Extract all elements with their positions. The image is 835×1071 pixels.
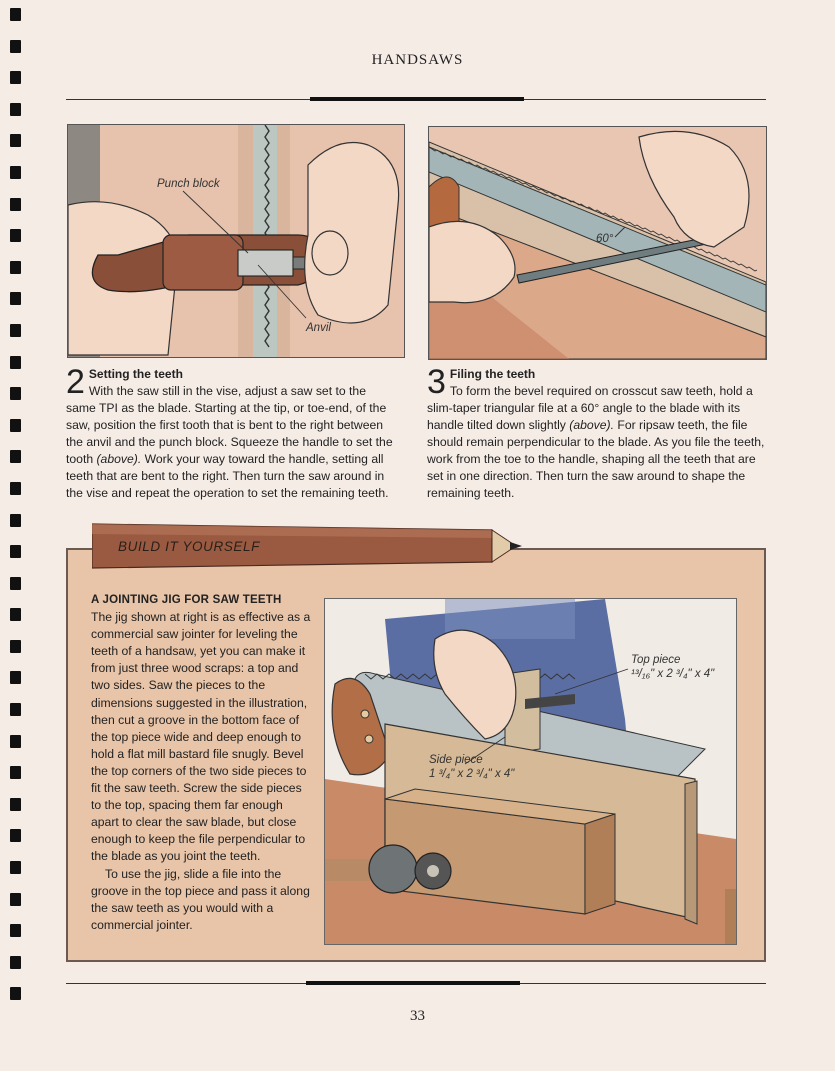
step-3: 3 Filing the teeth To form the bevel req… — [427, 363, 767, 502]
page-number: 33 — [410, 1008, 425, 1024]
jig-article-title: A JOINTING JIG FOR SAW TEETH — [91, 594, 282, 606]
label-top-piece: Top piece — [631, 654, 680, 666]
footer-rule-accent — [306, 981, 520, 985]
label-side-piece: Side piece — [429, 754, 483, 766]
figure-filing-teeth: 60° — [428, 126, 767, 360]
figure-setting-teeth: Punch block Anvil — [67, 124, 405, 358]
step-text-continued: For ripsaw teeth, the file should remain… — [427, 418, 765, 500]
step-2: 2 Setting the teeth With the saw still i… — [66, 363, 396, 502]
jig-article-paragraph: The jig shown at right is as effective a… — [91, 610, 311, 864]
label-punch-block: Punch block — [157, 178, 221, 190]
running-header: HANDSAWS — [371, 52, 464, 68]
step-number: 3 — [427, 363, 446, 401]
label-top-piece-dims: ¹³/₁₆" x 2 ³/₄" x 4" — [631, 668, 715, 680]
jig-article: A JOINTING JIG FOR SAW TEETH The jig sho… — [91, 592, 313, 934]
header-rule-accent — [310, 97, 524, 101]
label-side-piece-dims: 1 ³/₄" x 2 ³/₄" x 4" — [429, 768, 515, 780]
step-text-continued: Work your way toward the handle, setting… — [66, 452, 389, 500]
figure-jointing-jig: Top piece ¹³/₁₆" x 2 ³/₄" x 4" Side piec… — [324, 598, 737, 945]
label-angle: 60° — [596, 233, 614, 245]
step-number: 2 — [66, 363, 85, 401]
step-text-emphasis: (above). — [96, 452, 142, 466]
step-text: To form the bevel required on crosscut s… — [427, 384, 753, 432]
step-text-emphasis: (above). — [569, 418, 614, 432]
banner-label: BUILD IT YOURSELF — [118, 539, 260, 554]
jig-article-paragraph: To use the jig, slide a file into the gr… — [91, 866, 310, 932]
step-title: Setting the teeth — [88, 367, 183, 381]
label-anvil: Anvil — [305, 322, 331, 334]
step-title: Filing the teeth — [449, 367, 536, 381]
step-text: With the saw still in the vise, adjust a… — [66, 384, 393, 466]
spiral-binding — [10, 8, 22, 1019]
pencil-banner — [92, 523, 522, 569]
